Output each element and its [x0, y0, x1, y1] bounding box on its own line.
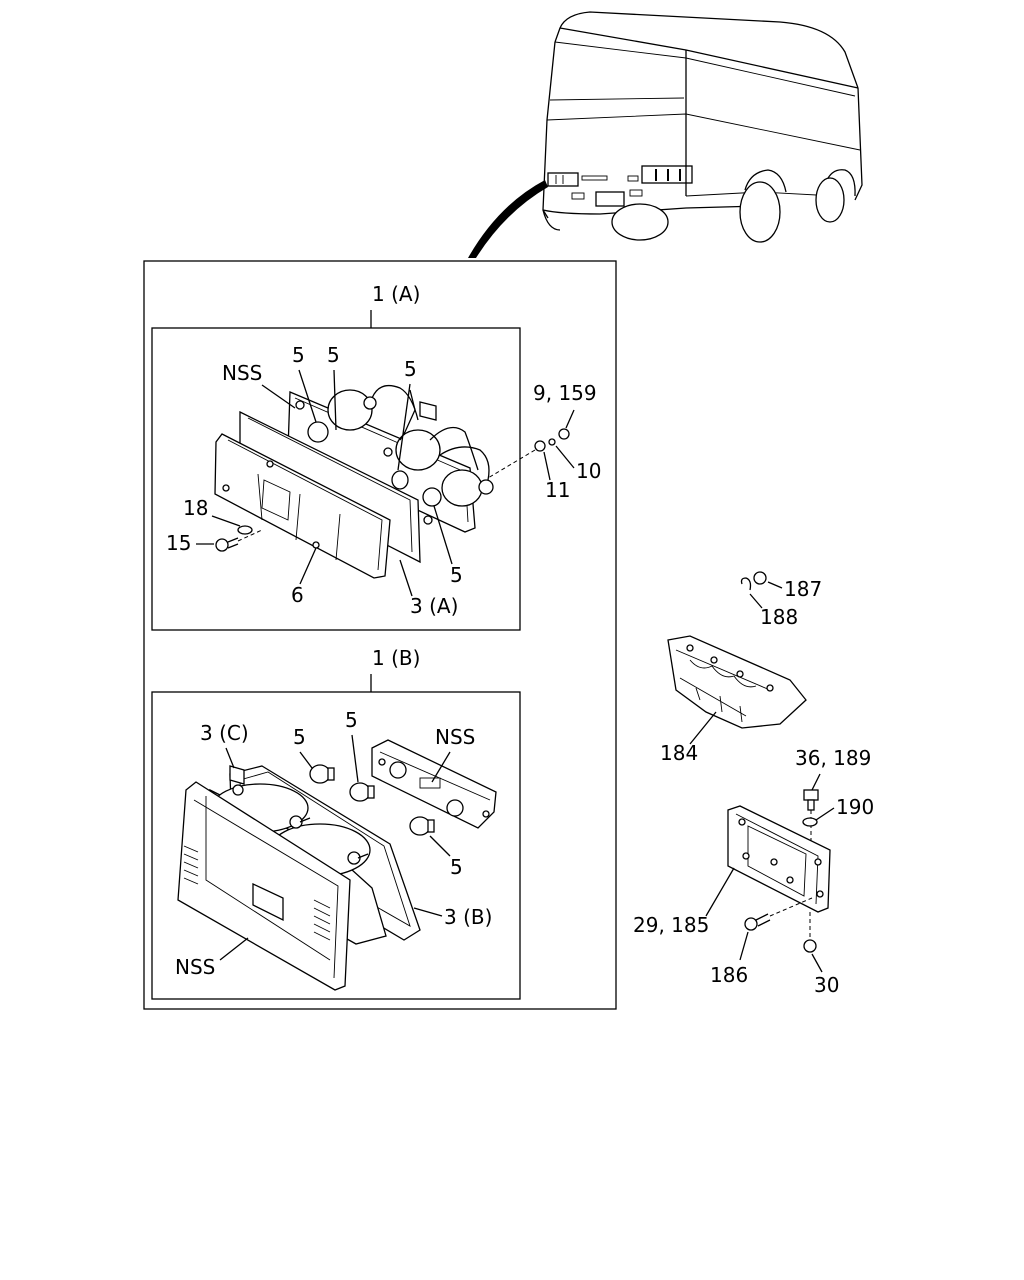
label-nut-30: 30 — [814, 973, 839, 997]
label-bulb-b2: 5 — [345, 708, 358, 732]
label-assy-b: 1 (B) — [372, 646, 420, 670]
label-washer-190: 190 — [836, 795, 874, 819]
bracket-plate-29-185 — [727, 805, 831, 913]
label-bolt-36-189: 36, 189 — [795, 746, 871, 770]
label-nss-a: NSS — [222, 361, 262, 385]
label-nss-b-top: NSS — [435, 725, 475, 749]
label-gasket-3a: 3 (A) — [410, 594, 458, 618]
label-nut-9-159: 9, 159 — [533, 381, 597, 405]
washer-11-shape — [534, 440, 546, 452]
label-bolt-186: 186 — [710, 963, 748, 987]
label-washer-18: 18 — [183, 496, 208, 520]
label-bracket-29-185: 29, 185 — [633, 913, 709, 937]
washer-188-shape — [740, 577, 752, 591]
nut-30-shape — [803, 939, 817, 953]
label-socket-3c: 3 (C) — [200, 721, 249, 745]
washer-18-shape — [237, 525, 253, 535]
nut-9-shape — [558, 428, 570, 440]
bracket-184 — [667, 635, 807, 729]
label-bracket-184: 184 — [660, 741, 698, 765]
label-bulb-a1: 5 — [292, 343, 305, 367]
label-nss-b-bottom: NSS — [175, 955, 215, 979]
label-nut-187: 187 — [784, 577, 822, 601]
label-gasket-3b: 3 (B) — [444, 905, 492, 929]
outer-frame — [143, 260, 617, 1010]
label-assy-a: 1 (A) — [372, 282, 420, 306]
bus-illustration — [468, 11, 863, 258]
bulb-b1-shape — [309, 764, 335, 784]
label-washer-188: 188 — [760, 605, 798, 629]
screw-15-shape — [215, 529, 263, 552]
label-bulb-a2: 5 — [327, 343, 340, 367]
label-bulb-b3: 5 — [450, 855, 463, 879]
label-washer-10: 10 — [576, 459, 601, 483]
bulb-b2-shape — [349, 782, 375, 802]
label-lens-6: 6 — [291, 583, 304, 607]
bolt-186-shape — [744, 897, 813, 931]
bolt-36-shape — [803, 789, 819, 850]
label-bulb-a4: 5 — [450, 563, 463, 587]
combination-lamp-a — [214, 384, 494, 579]
bulb-b3-shape — [409, 816, 435, 836]
label-screw-15: 15 — [166, 531, 191, 555]
label-bulb-a3: 5 — [404, 357, 417, 381]
label-bulb-b1: 5 — [293, 725, 306, 749]
headlamp-b — [177, 739, 497, 991]
nut-187-shape — [753, 571, 767, 585]
washer-190-shape — [802, 817, 818, 827]
assembly-a-box — [151, 327, 521, 631]
assembly-b-box — [151, 691, 521, 1000]
label-washer-11: 11 — [545, 478, 570, 502]
